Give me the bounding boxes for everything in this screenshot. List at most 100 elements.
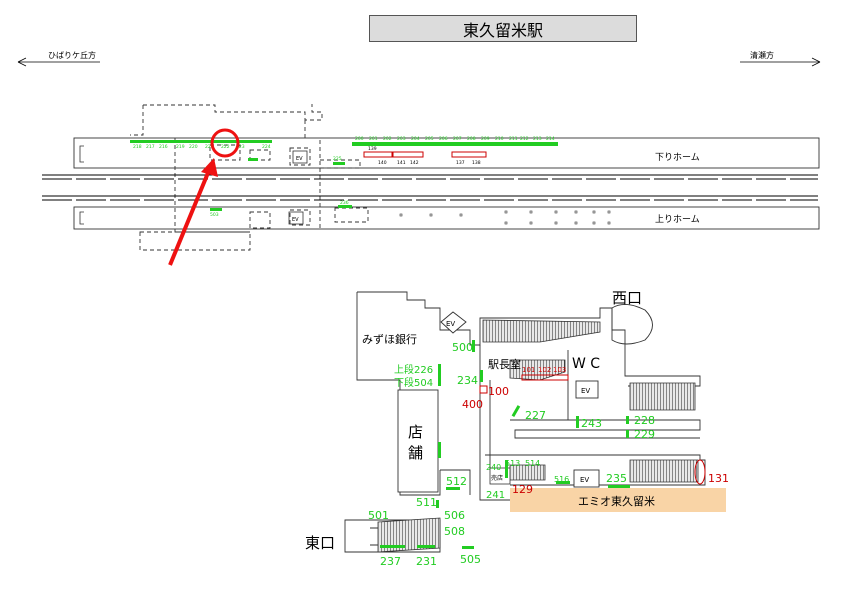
fixture-101-103: [521, 374, 569, 381]
code-205: 205: [425, 136, 434, 142]
direction-left: ひばりケ丘方: [17, 50, 100, 67]
code-209: 209: [481, 136, 490, 142]
code-204: 204: [411, 136, 420, 142]
ev-label: EV: [581, 387, 590, 395]
ev-label: EV: [292, 217, 299, 223]
station-title: 東久留米駅: [369, 15, 637, 42]
station-master-label: 駅長室: [488, 357, 521, 371]
ev-label: EV: [296, 156, 303, 162]
code-508: 508: [444, 525, 465, 538]
upper-concourse-outline: [130, 104, 369, 251]
lower-504-label: 下段504: [394, 376, 433, 389]
code-202: 202: [383, 136, 392, 142]
ticket-label: 売店: [491, 474, 503, 482]
code-237: 237: [380, 555, 401, 568]
ev-label: EV: [580, 476, 589, 484]
code-241: 241: [486, 490, 505, 501]
code-200: 200: [355, 136, 364, 142]
code-139: 139: [368, 146, 377, 152]
platform-elevators: EV EV: [288, 150, 308, 225]
escalators: [377, 319, 699, 553]
shop-block: [397, 389, 439, 493]
code-103: 103: [553, 366, 566, 374]
code-101: 101: [522, 366, 535, 374]
code-235: 235: [606, 472, 627, 485]
bank-label: みずほ銀行: [362, 332, 417, 346]
code-229: 229: [634, 428, 655, 441]
code-208: 208: [467, 136, 476, 142]
platform-pillars: [399, 210, 611, 225]
east-exit-label: 東口: [305, 534, 335, 552]
ev-label: EV: [446, 320, 455, 328]
code-220: 220: [189, 144, 198, 150]
platform-fixtures: 140 139 141 142 137 138: [363, 146, 487, 166]
platform-codes: 218 217 216 219 220 221 222 223 200 201 …: [133, 136, 555, 218]
code-221: 221: [205, 144, 214, 150]
code-203: 203: [397, 136, 406, 142]
upper-226-label: 上段226: [394, 363, 433, 376]
code-228: 228: [634, 414, 655, 427]
code-514: 514: [525, 459, 540, 468]
direction-left-label: ひばりケ丘方: [48, 50, 96, 60]
code-505: 505: [460, 553, 481, 566]
code-137: 137: [456, 160, 465, 166]
code-516: 516: [554, 475, 569, 484]
shop-label-2: 舗: [408, 444, 423, 462]
code-218: 218: [133, 144, 142, 150]
marker-131: [694, 459, 706, 485]
lower-tactile-markers: [380, 340, 630, 549]
green-codes-small: 240 513 514 516: [486, 459, 569, 484]
code-214: 214: [546, 136, 555, 142]
code-141: 141: [397, 160, 406, 166]
code-513: 513: [505, 459, 520, 468]
direction-right-label: 清瀬方: [750, 50, 774, 60]
code-243: 243: [581, 417, 602, 430]
code-140: 140: [378, 160, 387, 166]
code-213: 213: [533, 136, 542, 142]
emio-band: [510, 488, 726, 512]
code-212: 212: [520, 136, 529, 142]
up-platform-label: 上りホーム: [655, 214, 700, 225]
direction-right: 清瀬方: [740, 50, 821, 67]
code-224: 224: [262, 144, 271, 150]
arrow-right-icon: [811, 57, 821, 67]
code-240: 240: [486, 463, 501, 472]
code-211: 211: [509, 136, 518, 142]
platform-end-marker: [79, 211, 84, 225]
highlight-circle: [210, 128, 240, 158]
code-501: 501: [368, 509, 389, 522]
code-400: 400: [462, 398, 483, 411]
code-206: 206: [439, 136, 448, 142]
code-210: 210: [495, 136, 504, 142]
code-102: 102: [538, 366, 551, 374]
code-511: 511: [416, 496, 437, 509]
shop-label-1: 店: [408, 423, 423, 441]
code-142: 142: [410, 160, 419, 166]
code-219: 219: [176, 144, 185, 150]
green-codes: 500 234 227 243 228 229 512 511 506 508 …: [368, 341, 655, 568]
red-codes: 100 400 129 131 101 102 103: [462, 366, 729, 496]
code-138: 138: [472, 160, 481, 166]
wc-label: W C: [572, 356, 600, 372]
code-231: 231: [416, 555, 437, 568]
code-227: 227: [525, 409, 546, 422]
code-216: 216: [159, 144, 168, 150]
down-platform: [73, 137, 820, 169]
platform-end-marker: [79, 145, 84, 163]
code-506: 506: [444, 509, 465, 522]
arrow-left-icon: [17, 57, 27, 67]
code-100: 100: [488, 385, 509, 398]
code-129: 129: [512, 483, 533, 496]
up-platform: [73, 206, 820, 230]
platform-tactile-strips: [130, 140, 558, 211]
code-207: 207: [453, 136, 462, 142]
code-503: 503: [210, 212, 219, 218]
code-217: 217: [146, 144, 155, 150]
west-exit-label: 西口: [612, 289, 642, 307]
code-223: 223: [236, 144, 245, 150]
arrow-head-icon: [201, 158, 218, 177]
code-234: 234: [457, 374, 478, 387]
highlight-arrow: [168, 167, 212, 266]
marker-400-icon: [479, 385, 488, 394]
